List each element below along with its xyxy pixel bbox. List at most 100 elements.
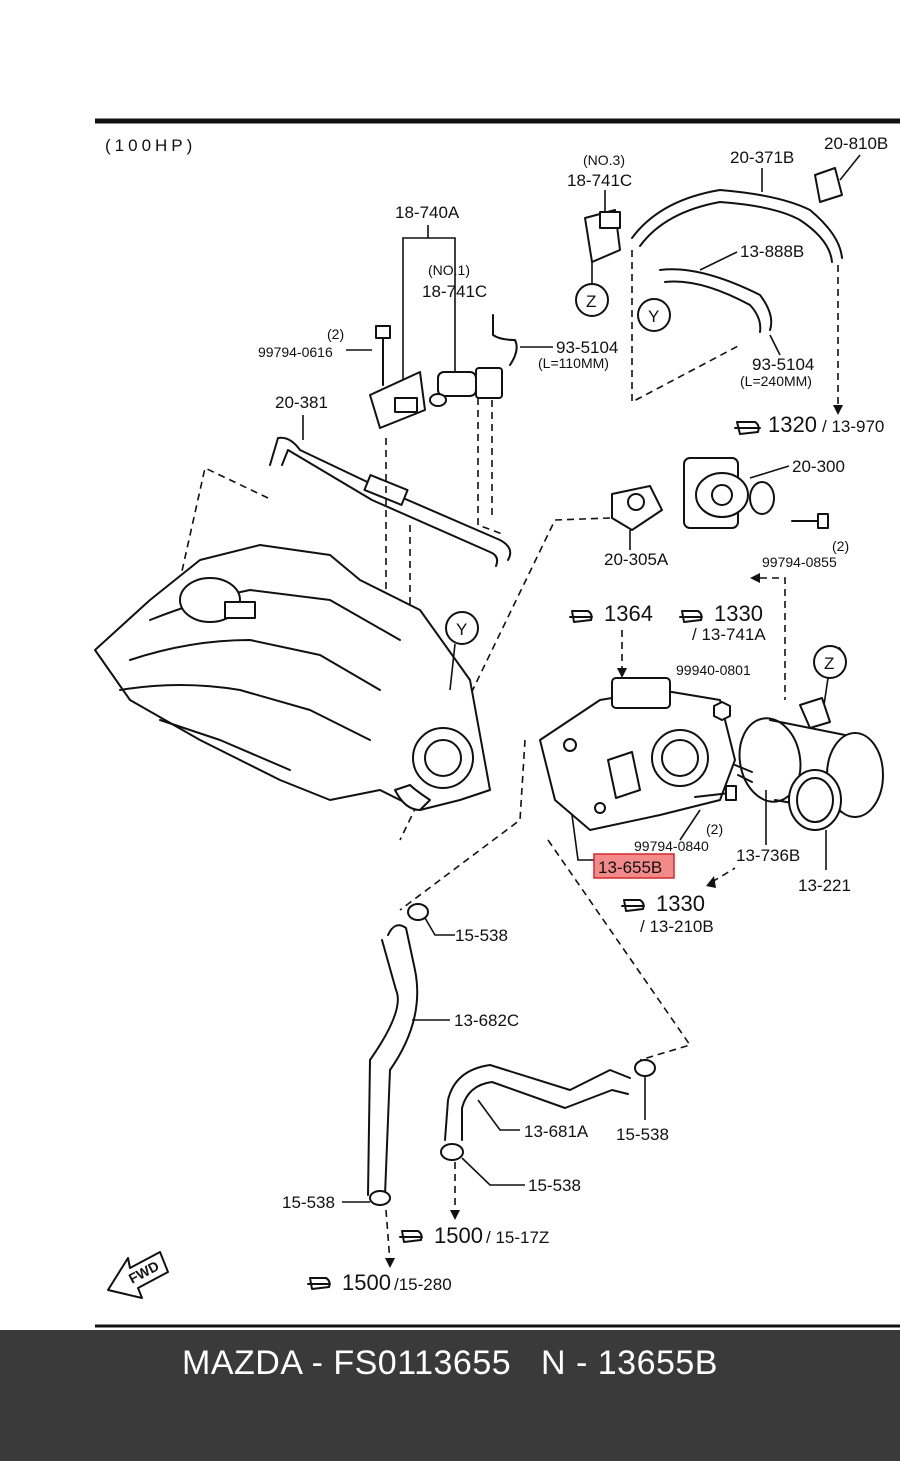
ref-15-280-text: /15-280 — [394, 1275, 452, 1294]
label-20-371b: 20-371B — [730, 148, 794, 167]
label-99940-0801: 99940-0801 — [676, 662, 751, 678]
throttle-sensor — [611, 677, 671, 709]
manifold-throttle-flange — [412, 727, 474, 789]
label-qty-a: (2) — [327, 326, 344, 342]
solenoid-bracket: 18-740A (NO.1) 18-741C — [369, 203, 503, 429]
iac-port — [711, 484, 733, 506]
pointing-hand-icon — [569, 610, 593, 623]
nut-0801 — [713, 701, 731, 721]
ref-13-210b-text: / 13-210B — [640, 917, 714, 936]
highlight-13-655b[interactable] — [593, 853, 675, 879]
leader-93-5104-b — [769, 334, 781, 356]
leader-15-538-a — [424, 917, 455, 936]
bolt-head — [375, 325, 391, 339]
label-99794-0616: 99794-0616 — [258, 344, 333, 360]
ref-1330-b[interactable]: 1330 / 13-210B — [621, 891, 714, 936]
iac-valve: 20-300 20-305A (2) 99794-0855 — [604, 457, 849, 570]
label-13-681a: 13-681A — [524, 1122, 589, 1141]
pointing-hand-icon — [307, 1277, 331, 1290]
label-len-240: (L=240MM) — [740, 373, 812, 389]
marker-z-right-text: Z — [824, 654, 834, 673]
ref-1500-a[interactable]: 1500 / 15-17Z — [399, 1223, 549, 1248]
parts-diagram: (100HP) 18-740A (NO.1) 18-741C (2) 99794… — [94, 118, 900, 1328]
throttle-bore-inner — [661, 739, 699, 777]
ref-1364[interactable]: 1364 — [569, 601, 653, 626]
manifold-throttle-bore — [424, 739, 462, 777]
vacuum-hose-short: 93-5104 (L=110MM) — [477, 314, 618, 536]
clamp-15-538-b — [634, 1059, 656, 1077]
leader-13-655b — [571, 814, 595, 861]
label-15-538-c: 15-538 — [528, 1176, 581, 1195]
ref-1500-b-text: 1500 — [342, 1270, 391, 1295]
label-99794-0855: 99794-0855 — [762, 554, 837, 570]
pointing-hand-icon — [621, 899, 645, 912]
leader-13-888b — [699, 251, 738, 271]
hose-13-888b: 13-888B Y 93-5104 (L=240MM) — [637, 242, 814, 389]
arrow-1330-b — [706, 876, 716, 888]
leader-20-810b — [839, 154, 861, 181]
manifold-outlet — [394, 784, 431, 811]
throttle-bore-outer — [651, 729, 709, 787]
label-18-740a: 18-740A — [395, 203, 460, 222]
label-no1: (NO.1) — [428, 262, 470, 278]
hose-13-682c-inner — [367, 939, 399, 1196]
manifold-runner-2 — [129, 639, 381, 691]
marker-y-left-text: Y — [456, 620, 467, 639]
ref-1330-b-text: 1330 — [656, 891, 705, 916]
hose-13-681a-inner — [461, 1081, 629, 1141]
hose-clamp-small — [734, 764, 753, 783]
ref-15-17z-text: / 15-17Z — [486, 1228, 549, 1247]
diagram-canvas: (100HP) 18-740A (NO.1) 18-741C (2) 99794… — [94, 118, 900, 1328]
hose-short-path — [492, 314, 518, 366]
hose-nipple — [799, 697, 831, 729]
clamp-15-538-a — [407, 903, 429, 921]
dash-1330-b — [711, 867, 736, 883]
clamp-15-538-c — [440, 1143, 464, 1161]
footer-bar: MAZDA - FS0113655 N - 13655B — [0, 1330, 900, 1461]
hose-20-381-inner — [281, 449, 499, 567]
iac-flange — [695, 472, 749, 518]
label-no3: (NO.3) — [583, 152, 625, 168]
clamp-15-538-d — [369, 1190, 391, 1206]
label-qty-b: (2) — [832, 538, 849, 554]
label-18-741c-b: 18-741C — [567, 171, 632, 190]
solenoid-no3: (NO.3) 18-741C Z — [567, 152, 632, 317]
iac-gasket — [611, 485, 663, 531]
label-99794-0840: 99794-0840 — [634, 838, 709, 854]
label-qty-d: (2) — [706, 821, 723, 837]
label-20-381: 20-381 — [275, 393, 328, 412]
pointing-hand-icon — [734, 421, 761, 435]
clip-body — [814, 167, 843, 203]
label-20-300: 20-300 — [792, 457, 845, 476]
throttle-mount-hole-2 — [594, 802, 606, 814]
bracket-plate — [369, 371, 426, 429]
dash-route-a — [631, 250, 741, 404]
hose-20-371b: 20-371B — [631, 148, 843, 263]
leader-99794-0840 — [679, 809, 701, 841]
label-13-655b: 13-655B — [598, 858, 662, 877]
ref-1330-a[interactable]: 1330 / 13-741A — [679, 601, 766, 644]
solenoid-no1-port — [429, 393, 447, 407]
label-13-888b: 13-888B — [740, 242, 804, 261]
leader-13-681a — [477, 1099, 520, 1131]
hose-20-381-outer — [269, 436, 512, 561]
arrow-iac — [750, 573, 760, 583]
bolt-0840-head — [725, 785, 737, 801]
arrow-1500-a — [450, 1210, 460, 1220]
marker-y-top — [637, 298, 671, 332]
ref-1500-b[interactable]: 1500 /15-280 — [307, 1270, 452, 1295]
pointing-hand-icon — [399, 1230, 423, 1243]
label-15-538-d: 15-538 — [282, 1193, 335, 1212]
hose-20-371b-outer — [631, 189, 843, 259]
hose-13-221-bore — [796, 777, 834, 823]
label-len-110: (L=110MM) — [538, 355, 609, 371]
bolt-99794-0616: (2) 99794-0616 — [258, 325, 391, 386]
label-20-810b: 20-810B — [824, 134, 888, 153]
arrow-1500-b — [385, 1258, 395, 1268]
ref-1320[interactable]: 1320 / 13-970 — [734, 412, 884, 437]
label-13-682c: 13-682C — [454, 1011, 519, 1030]
solenoid-no1 — [437, 371, 477, 397]
leader-15-538-c — [461, 1157, 525, 1186]
manifold-runner-3 — [119, 684, 371, 741]
intake-manifold: Y — [94, 544, 491, 811]
